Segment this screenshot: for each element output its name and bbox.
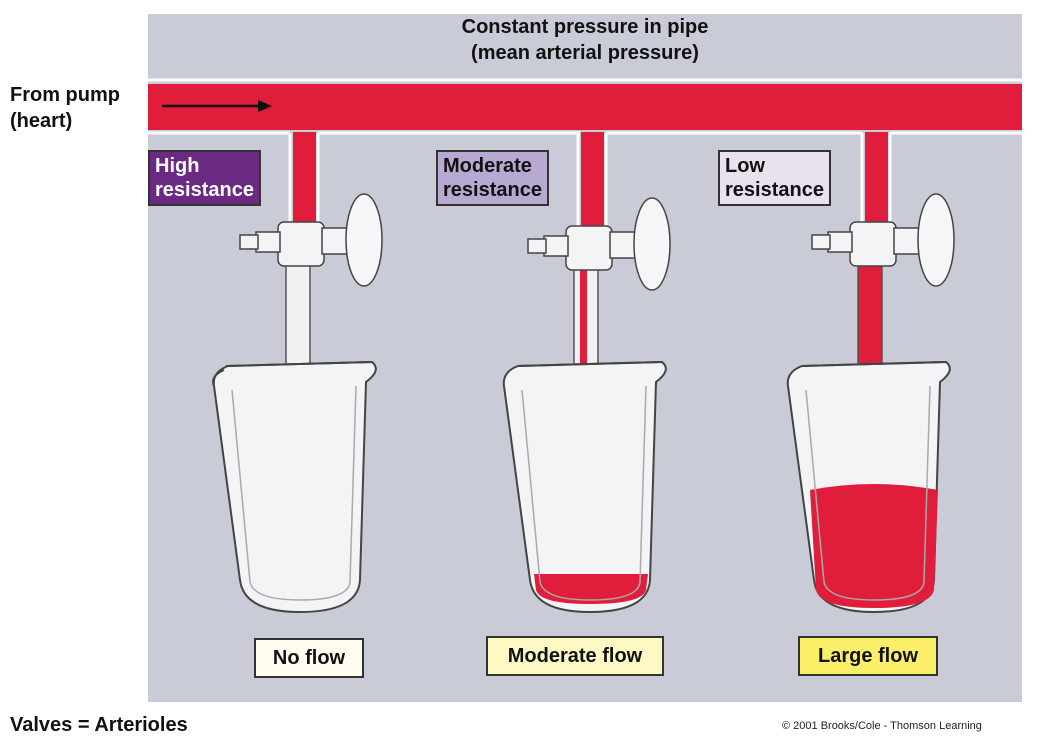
title-line-2: (mean arterial pressure) — [471, 42, 699, 64]
high-resistance-label: High resistance — [148, 150, 261, 206]
no-flow-label: No flow — [254, 638, 364, 678]
from-line-1: From pump — [10, 84, 120, 106]
valves-caption: Valves = Arterioles — [10, 714, 188, 736]
title-line-1: Constant pressure in pipe — [461, 16, 709, 38]
from-line-2: (heart) — [10, 110, 73, 132]
label-line-2: resistance — [443, 179, 542, 201]
moderate-resistance-label: Moderate resistance — [436, 150, 549, 206]
label-line-1: High — [155, 155, 200, 177]
moderate-flow-label: Moderate flow — [486, 636, 664, 676]
copyright-notice: © 2001 Brooks/Cole - Thomson Learning — [782, 720, 982, 732]
large-flow-label: Large flow — [798, 636, 938, 676]
main-pipe — [148, 78, 1022, 135]
label-line-1: Moderate — [443, 155, 532, 177]
valve-moderate-resistance — [502, 132, 671, 614]
flow-arrow-icon — [162, 100, 272, 112]
valve-low-resistance — [786, 132, 955, 614]
low-resistance-label: Low resistance — [718, 150, 831, 206]
valve-high-resistance — [212, 132, 383, 614]
label-line-1: Low — [725, 155, 765, 177]
label-line-2: resistance — [725, 179, 824, 201]
diagram-title: Constant pressure in pipe (mean arterial… — [148, 14, 1022, 66]
from-pump-label: From pump (heart) — [10, 82, 120, 134]
label-line-2: resistance — [155, 179, 254, 201]
